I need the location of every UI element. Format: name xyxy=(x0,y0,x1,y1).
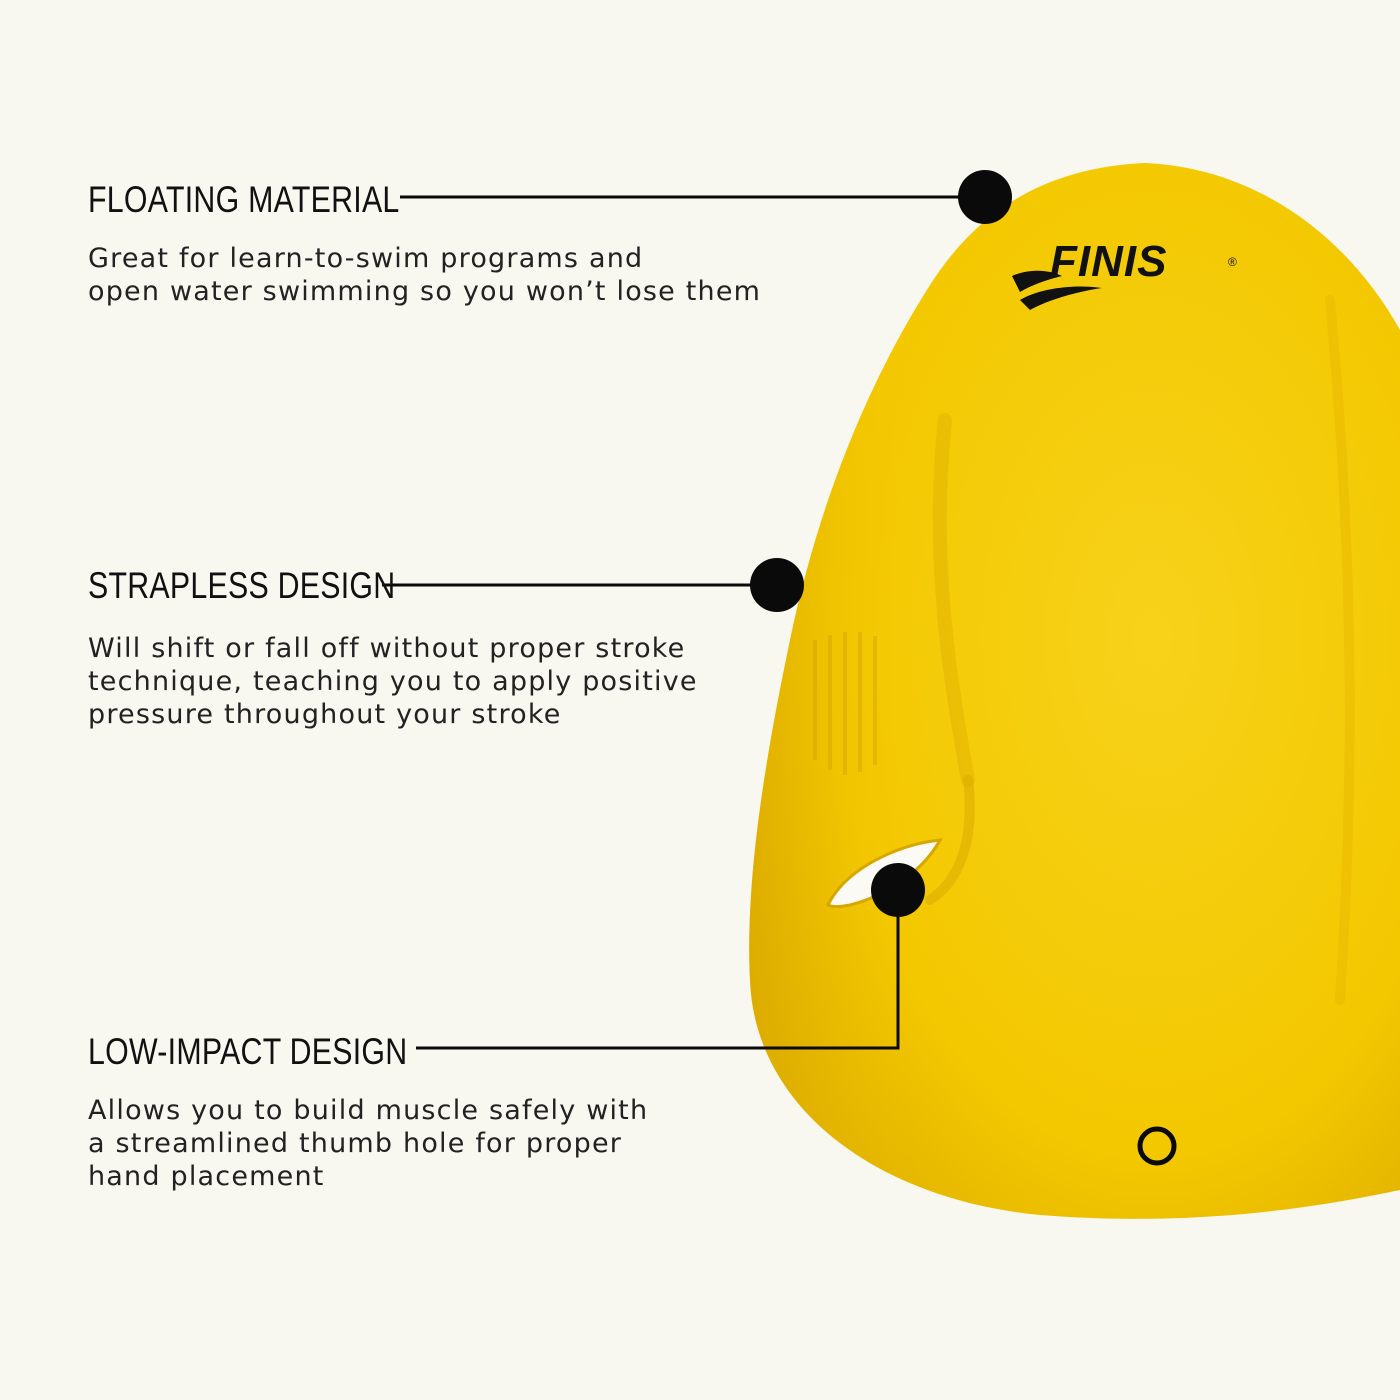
paddle-emboss-marks xyxy=(813,632,877,775)
feature-floating-material: FLOATING MATERIAL Great for learn-to-swi… xyxy=(88,180,768,308)
finis-swoosh-icon-lower xyxy=(1020,286,1102,310)
paddle-thumb-contour xyxy=(925,775,975,905)
feature-title: LOW-IMPACT DESIGN xyxy=(88,1031,408,1072)
paddle-ridge-left xyxy=(932,413,975,787)
feature-title: FLOATING MATERIAL xyxy=(88,179,400,220)
finis-logo-text: FINIS xyxy=(1050,237,1167,286)
feature-low-impact-design: LOW-IMPACT DESIGN Allows you to build mu… xyxy=(88,1032,768,1193)
feature-title: STRAPLESS DESIGN xyxy=(88,565,396,606)
feature-strapless-design: STRAPLESS DESIGN Will shift or fall off … xyxy=(88,566,768,731)
paddle-ring xyxy=(1137,1126,1177,1166)
registered-mark: ® xyxy=(1228,255,1237,269)
feature-description: Great for learn-to-swim programs and ope… xyxy=(88,243,762,307)
paddle-ridge-right xyxy=(1325,295,1355,1005)
callout-line-lowimpact xyxy=(416,890,900,1050)
feature-description: Will shift or fall off without proper st… xyxy=(88,633,698,730)
feature-description: Allows you to build muscle safely with a… xyxy=(88,1095,649,1192)
paddle-edge-shading xyxy=(749,163,1400,1219)
finis-swoosh-icon xyxy=(1012,270,1062,292)
callout-dot-lowimpact xyxy=(871,863,925,917)
callout-dot-strapless xyxy=(750,558,804,612)
finis-logo: FINIS ® xyxy=(1012,237,1237,310)
callout-dot-floating xyxy=(958,170,1012,224)
